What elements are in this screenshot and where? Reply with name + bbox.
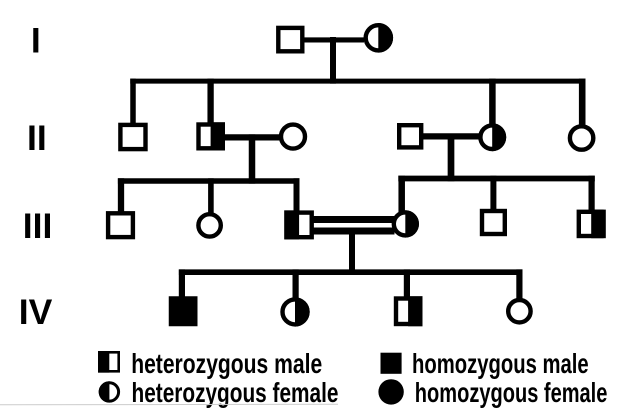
svg-text:homozygous female: homozygous female bbox=[415, 378, 608, 409]
svg-text:IV: IV bbox=[19, 292, 53, 332]
svg-text:II: II bbox=[27, 118, 47, 158]
svg-text:III: III bbox=[23, 206, 53, 246]
svg-text:heterozygous male: heterozygous male bbox=[131, 349, 322, 379]
svg-text:heterozygous female: heterozygous female bbox=[132, 378, 339, 408]
svg-text:I: I bbox=[31, 20, 41, 60]
svg-text:homozygous male: homozygous male bbox=[412, 349, 589, 380]
